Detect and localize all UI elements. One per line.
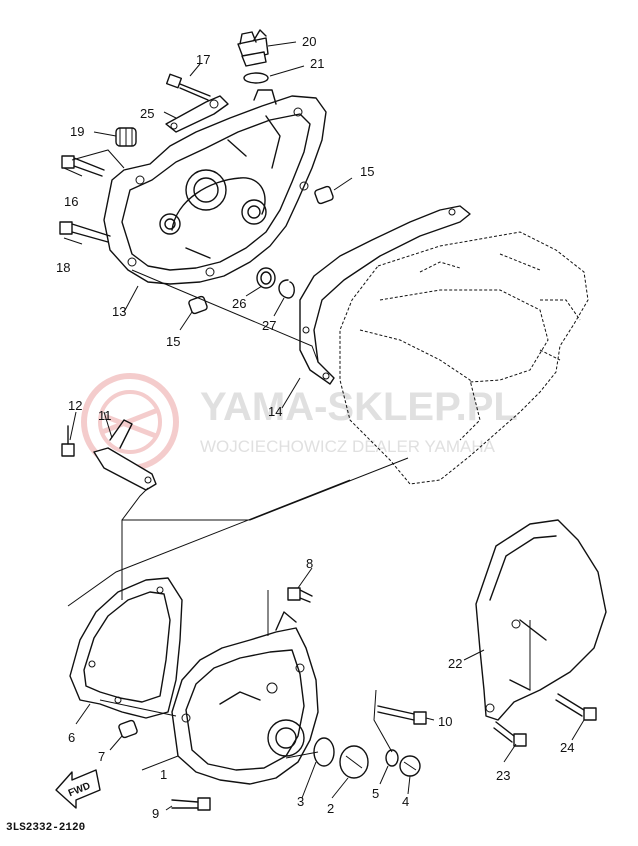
bolt-24 (555, 693, 597, 721)
callout-24: 24 (560, 740, 574, 755)
diagram-code: 3LS2332-2120 (6, 822, 85, 834)
oil-filler-cap (237, 29, 269, 67)
callout-8: 8 (306, 556, 313, 571)
left-crankcase-cover (103, 89, 327, 285)
bolt-8 (287, 587, 313, 603)
callout-27: 27 (262, 318, 276, 333)
bolt-16 (61, 155, 105, 177)
callout-11: 11 (98, 408, 112, 423)
forward-direction-arrow-icon: FWD (55, 769, 101, 809)
crankcase-plug (115, 127, 137, 147)
oil-seal (256, 267, 276, 289)
generator-cover (171, 611, 319, 785)
callout-15-upper: 15 (360, 164, 374, 179)
callout-16: 16 (64, 194, 78, 209)
bolt-17 (165, 73, 211, 101)
callout-3: 3 (297, 794, 304, 809)
bolt-10 (377, 705, 427, 725)
callout-13: 13 (112, 304, 126, 319)
inspection-plug-small (399, 755, 421, 777)
callout-2: 2 (327, 801, 334, 816)
callout-26: 26 (232, 296, 246, 311)
callout-12: 12 (68, 398, 82, 413)
bolt-23 (493, 721, 527, 747)
circlip (278, 279, 295, 299)
shift-lever-assembly (93, 419, 157, 491)
bolt-18 (59, 221, 111, 243)
callout-1: 1 (160, 767, 167, 782)
callout-15-lower: 15 (166, 334, 180, 349)
reference-lines (63, 41, 585, 811)
callout-18: 18 (56, 260, 70, 275)
dowel-pin-7 (118, 719, 138, 739)
callout-25: 25 (140, 106, 154, 121)
cable-bracket (165, 95, 229, 133)
callout-6: 6 (68, 730, 75, 745)
callout-17: 17 (196, 52, 210, 67)
callout-4: 4 (402, 794, 409, 809)
filler-cap-o-ring (243, 72, 269, 84)
drive-sprocket-cover (475, 519, 607, 721)
engine-crankcase (339, 231, 589, 485)
callout-19: 19 (70, 124, 84, 139)
bolt-9 (171, 797, 211, 811)
callout-numbers: 1 2 3 4 5 6 7 8 9 10 11 12 13 14 15 15 1… (56, 34, 574, 821)
watermark-title: YAMA-SKLEP.PL (200, 385, 518, 429)
callout-5: 5 (372, 786, 379, 801)
watermark: YAMA-SKLEP.PL WOJCIECHOWICZ DEALER YAMAH… (81, 373, 518, 471)
crankcase-cover-gasket (299, 205, 471, 385)
callout-7: 7 (98, 749, 105, 764)
dowel-pin-upper (314, 185, 334, 205)
callout-9: 9 (152, 806, 159, 821)
callout-23: 23 (496, 768, 510, 783)
generator-cover-gasket (69, 577, 183, 719)
callout-21: 21 (310, 56, 324, 71)
callout-20: 20 (302, 34, 316, 49)
inspection-plug-large (339, 745, 369, 779)
dowel-pin-lower (188, 295, 208, 315)
screw-12 (61, 425, 75, 457)
plug-o-ring-large (313, 737, 335, 767)
watermark-subtitle: WOJCIECHOWICZ DEALER YAMAHA (200, 437, 496, 456)
callout-22: 22 (448, 656, 462, 671)
plug-o-ring-small (385, 749, 399, 767)
callout-10: 10 (438, 714, 452, 729)
callout-14: 14 (268, 404, 282, 419)
